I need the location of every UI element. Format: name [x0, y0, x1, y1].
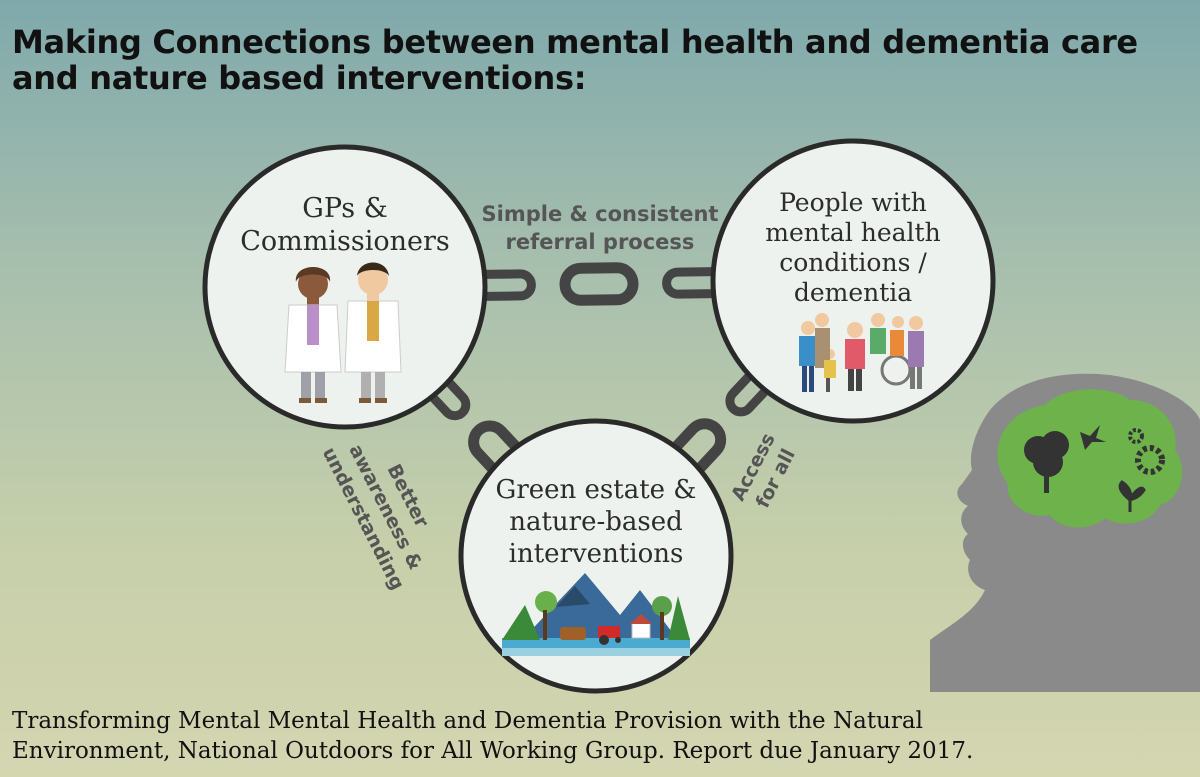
link-label-top-line2: referral process	[505, 230, 695, 254]
footer-citation: Transforming Mental Mental Health and De…	[12, 706, 1192, 766]
green-node-label-line3: interventions	[508, 539, 684, 569]
gps-node-label-line2: Commissioners	[240, 226, 450, 257]
gps-node-label-line1: GPs &	[302, 193, 388, 224]
link-label-top-line1: Simple & consistent	[481, 202, 719, 226]
landscape-illustration-icon	[502, 573, 690, 656]
footer-line2: Environment, National Outdoors for All W…	[12, 738, 974, 764]
people-node-label-line4: dementia	[793, 278, 913, 307]
people-node-label-line1: People with	[779, 188, 927, 217]
gps-node: GPs & Commissioners	[225, 192, 465, 258]
green-node: Green estate & nature-based intervention…	[466, 474, 726, 570]
green-node-label-line1: Green estate &	[495, 475, 697, 505]
footer-line1: Transforming Mental Mental Health and De…	[12, 708, 923, 734]
people-group-illustration-icon	[799, 313, 924, 392]
people-node: People with mental health conditions / d…	[733, 188, 973, 308]
doctors-illustration-icon	[284, 262, 402, 403]
link-label-top: Simple & consistent referral process	[470, 200, 730, 256]
chain-top-link	[559, 262, 639, 306]
people-node-label-line2: mental health	[765, 218, 941, 247]
head-silhouette-icon	[930, 373, 1200, 692]
page-title: Making Connections between mental health…	[12, 23, 1138, 97]
people-node-label-line3: conditions /	[779, 248, 927, 277]
green-node-label-line2: nature-based	[509, 507, 683, 537]
gps-node-circle	[202, 144, 488, 430]
